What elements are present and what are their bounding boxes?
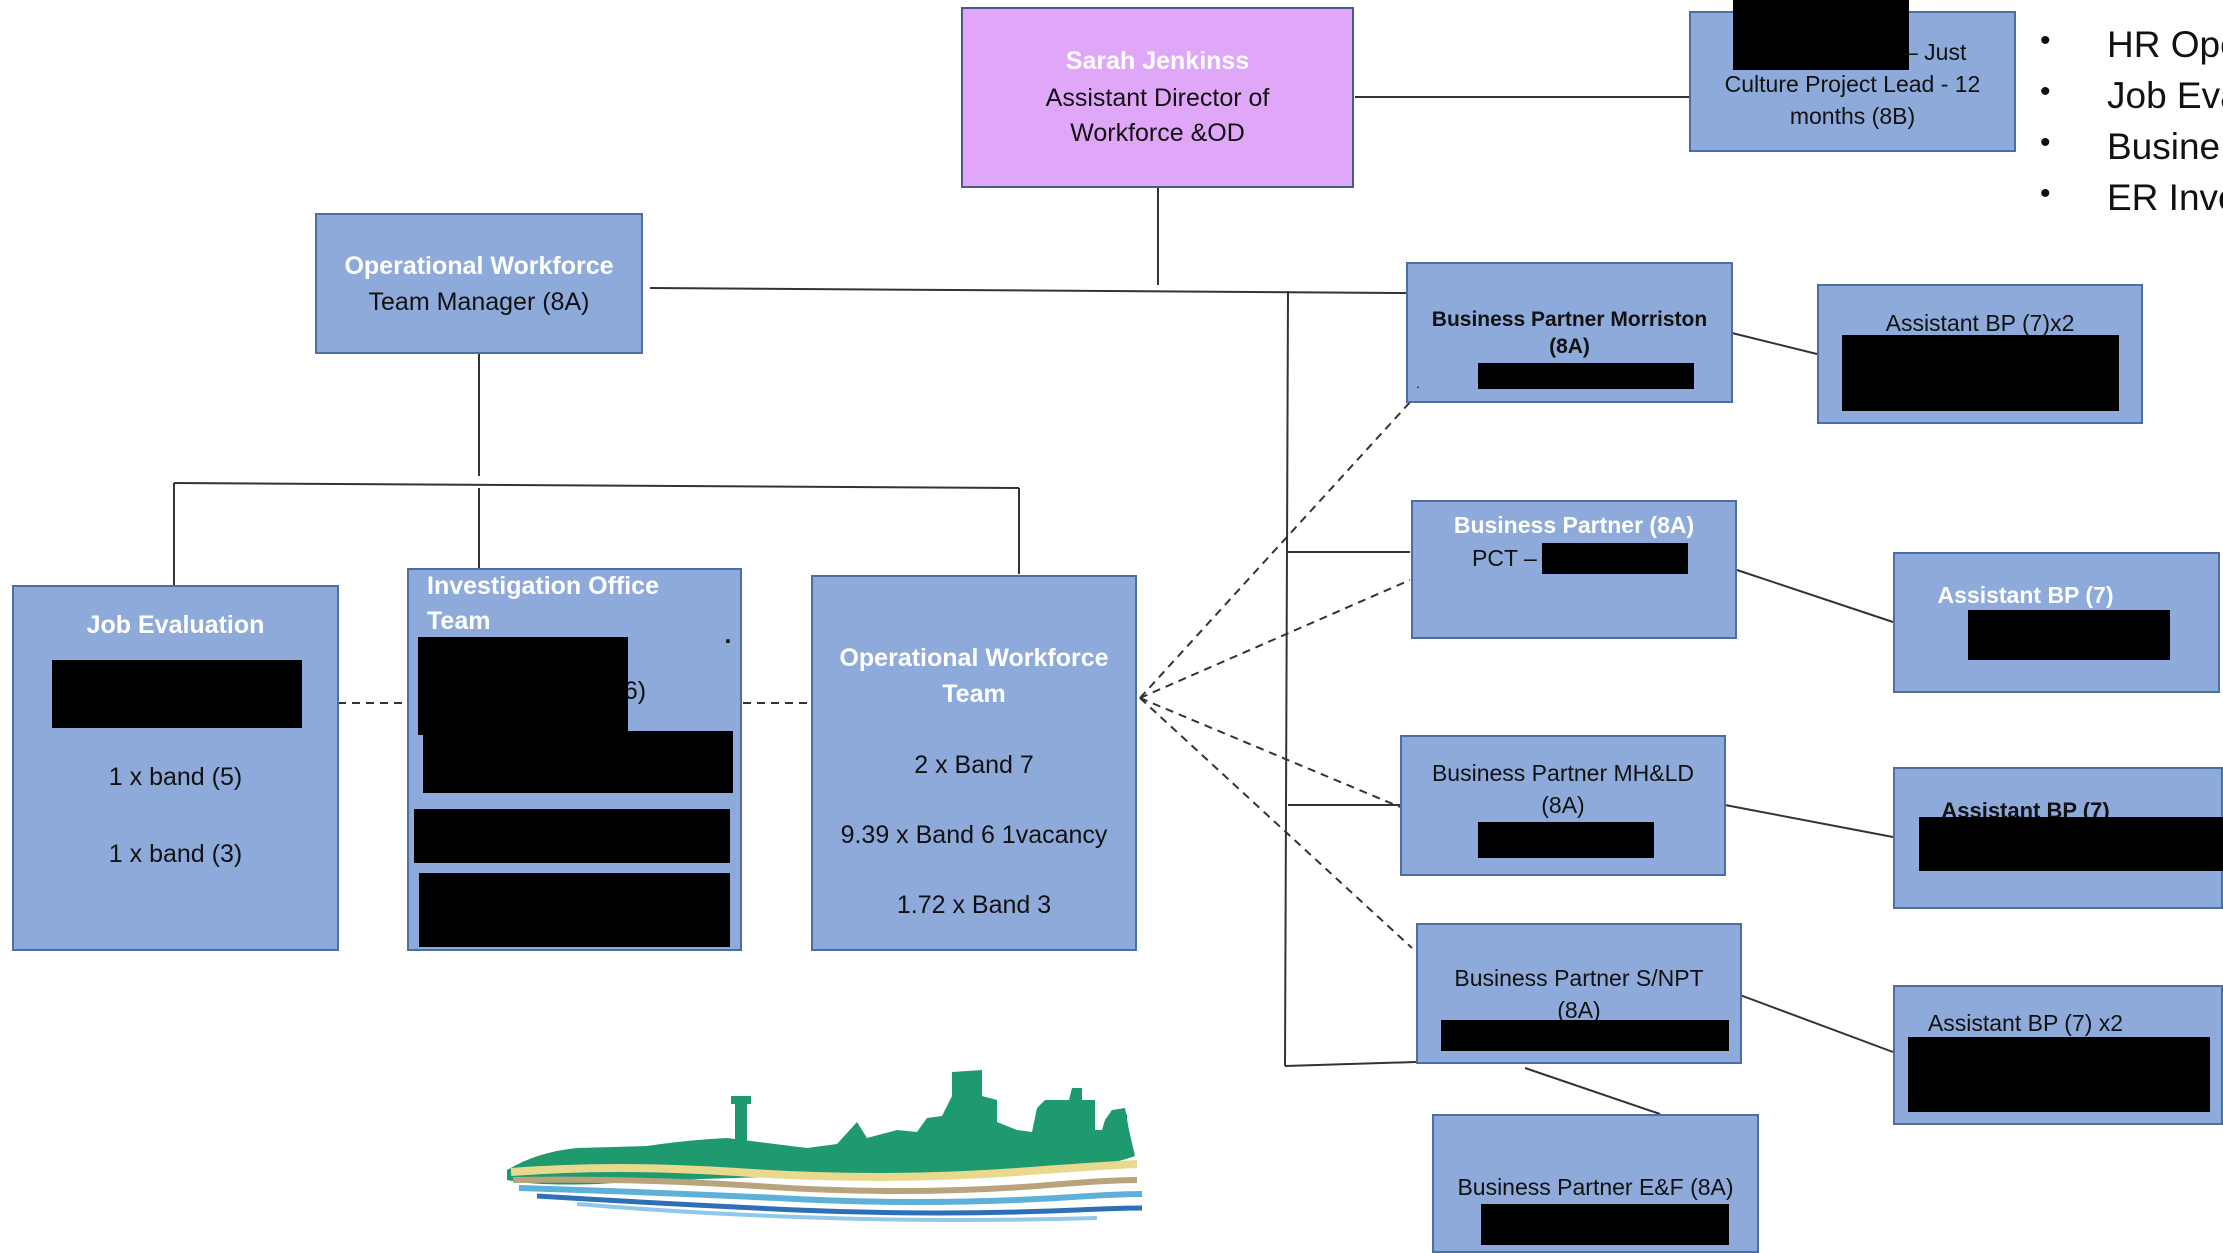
project-lead-line1: – Just [1905,39,1967,65]
bp-snpt-line1: Business Partner S/NPT [1454,965,1704,991]
bp-mhld-line1: Business Partner MH&LD [1431,760,1695,786]
dashed-ops-mhld [1139,697,1401,808]
connector-spine-snpt [1284,1061,1417,1067]
connector-bp-spine [1284,290,1289,1067]
connector-morriston-asst [1731,332,1818,355]
director-title-line2: Workforce &OD [1070,119,1245,147]
investigation-fragment: 6) [623,677,647,705]
redaction-bp-ef [1481,1204,1729,1245]
city-skyline-logo-icon [507,1070,1142,1222]
job-evaluation-line1: 1 x band (5) [108,763,243,791]
ops-manager-box [315,213,643,354]
project-lead-line3: months (8B) [1789,103,1916,129]
bp-pct-line1: Business Partner (8A) [1453,512,1695,538]
job-evaluation-title: Job Evaluation [86,611,265,639]
dashed-ops-morriston [1139,399,1413,699]
bp-morriston-mark: . [1416,375,1420,391]
redaction-asst-bp-snpt [1908,1037,2210,1112]
bp-morriston-line1: Business Partner Morriston [1431,308,1708,331]
redaction-investigation-2 [423,731,733,793]
director-title-line1: Assistant Director of [1045,84,1270,112]
investigation-dot: . [724,621,732,649]
redaction-job-evaluation [52,660,302,728]
asst-bp-pct-label: Assistant BP (7) [1937,582,2114,608]
redaction-project-lead-name [1733,0,1909,70]
connector-snpt-asst [1739,994,1894,1053]
ops-manager-line1: Operational Workforce [344,252,614,280]
asst-bp-morriston-label: Assistant BP (7)x2 [1885,310,2075,336]
project-lead-line2: Culture Project Lead - 12 [1724,71,1981,97]
bp-pct-line2: PCT – [1472,545,1537,571]
ops-team-line1: 2 x Band 7 [914,751,1034,779]
redaction-asst-bp-mhld [1919,817,2223,871]
bp-mhld-line2: (8A) [1541,792,1585,818]
job-evaluation-line2: 1 x band (3) [108,840,243,868]
ops-team-box [811,575,1137,951]
connector-team-horizontal [173,482,1020,489]
bp-ef-line1: Business Partner E&F (8A) [1457,1174,1734,1200]
connector-ops-manager-bp [649,287,1407,294]
investigation-title-line1: Investigation Office [427,572,659,600]
job-evaluation-box [12,585,339,951]
ops-team-line2: 9.39 x Band 6 1vacancy [840,821,1108,849]
redaction-asst-bp-pct [1968,610,2170,660]
connector-snpt-ef [1524,1067,1661,1115]
bp-morriston-line2: (8A) [1549,335,1590,358]
ops-manager-line2: Team Manager (8A) [368,288,590,316]
bp-snpt-line2: (8A) [1557,997,1601,1023]
asst-bp-snpt-label: Assistant BP (7) x2 [1927,1010,2124,1036]
redaction-bp-pct [1542,543,1688,574]
redaction-bp-snpt [1441,1020,1729,1051]
connector-mhld-asst [1724,804,1894,838]
dashed-ops-snpt [1139,697,1413,949]
redaction-bp-mhld [1478,822,1654,858]
redaction-bp-morriston [1478,363,1694,389]
ops-team-title-line2: Team [942,680,1006,708]
ops-team-line3: 1.72 x Band 3 [896,891,1052,919]
redaction-investigation-4 [419,873,730,947]
director-name: Sarah Jenkinss [1065,47,1250,75]
director-box [961,7,1354,188]
redaction-investigation-1 [418,637,628,735]
connector-pct-asst [1736,569,1894,623]
dashed-ops-pct [1139,579,1411,699]
redaction-investigation-3 [414,809,730,863]
ops-team-title-line1: Operational Workforce [839,644,1109,672]
investigation-title-line2: Team [427,607,491,635]
redaction-asst-bp-morriston [1842,335,2119,411]
